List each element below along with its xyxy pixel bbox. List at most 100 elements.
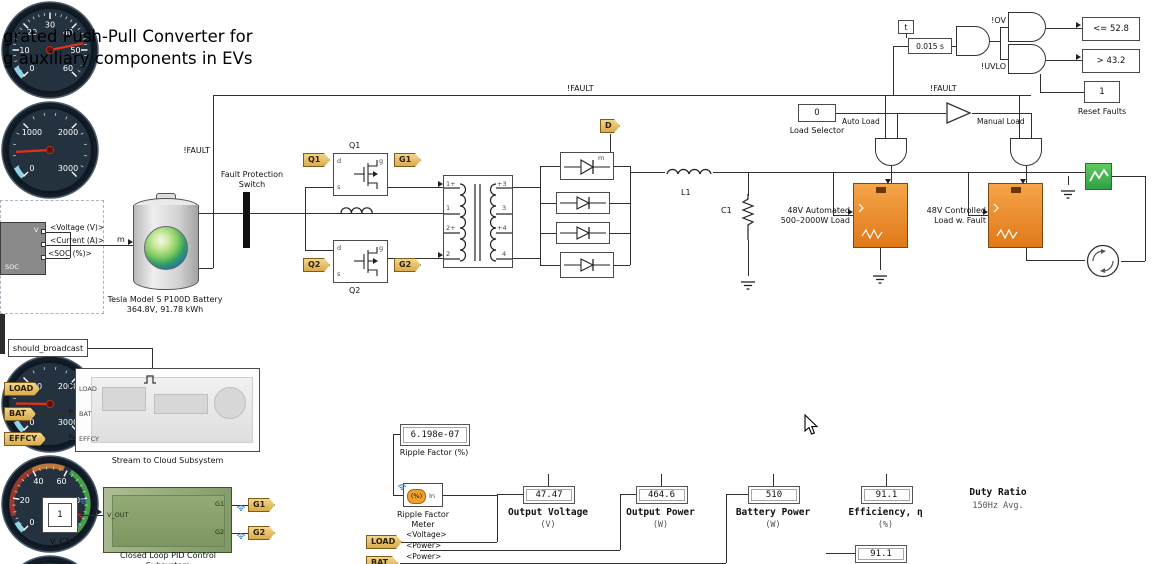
mosfet-q1-block[interactable] [333,153,388,196]
xfmr-port-1p: 1+ [446,180,456,188]
wire-arrowhead [69,383,74,389]
selection-handle[interactable] [0,349,5,354]
wire [213,95,1031,96]
selection-handle[interactable] [0,339,5,344]
clock-block[interactable]: t [898,20,914,34]
wire [726,494,727,563]
from-tag-q2[interactable]: Q2 [303,258,330,272]
from-tag-g2[interactable]: G2 [394,258,421,272]
svg-text:0: 0 [29,164,34,173]
svg-text:1000: 1000 [22,128,42,137]
ground-symbol [872,270,888,289]
from-tag-load-stream[interactable]: LOAD [4,382,40,396]
not-buffer-triangle[interactable] [946,101,972,129]
goto-tag-g2[interactable]: G2 [248,526,275,540]
and-gate-fault-latch[interactable] [956,26,990,56]
wire [620,494,648,495]
and-gate-auto-load[interactable] [875,138,907,166]
efficiency-bottom-display[interactable]: 91.1 [855,545,907,563]
motor-block[interactable] [1085,243,1121,283]
or-gate-ov[interactable] [1008,12,1046,42]
selection-handle[interactable] [0,329,5,334]
wire [833,215,853,216]
or-gate-uvlo[interactable] [1008,44,1046,74]
diode-block-3[interactable] [556,222,610,244]
selection-handle[interactable] [0,324,5,329]
vc1-label: V_C1 [49,537,71,546]
load-selector-label: Load Selector [789,126,845,135]
from-tag-effcy-stream[interactable]: EFFCY [4,432,46,446]
wire [880,248,881,270]
selection-handle[interactable] [0,319,5,324]
wire [1026,166,1027,183]
bms-block[interactable]: V SOC [0,222,46,275]
load2-block[interactable] [988,183,1043,248]
wire [891,166,892,183]
ripple-meter-block[interactable]: (%) In [403,483,443,507]
signal-current-label: <Current (A)> [50,236,105,245]
fault-label-mid: !FAULT [567,84,594,93]
transformer-block[interactable] [443,175,513,268]
wire [152,348,153,368]
wire [70,232,71,258]
wire [885,474,887,486]
pid-subsystem-block[interactable] [103,487,232,553]
wire [40,389,75,390]
mosfet-q2-block[interactable] [333,240,388,283]
display-output-voltage[interactable]: 47.47 [523,486,575,504]
wire [713,172,1085,173]
display-output-power[interactable]: 464.6 [635,486,688,504]
and-gate-manual-load[interactable] [1010,138,1042,166]
fault-protection-switch[interactable] [243,192,250,248]
display-battery-power[interactable]: 510 [748,486,800,504]
selection-handle[interactable] [0,314,5,319]
from-tag-load-bottom[interactable]: LOAD [366,535,402,549]
reset-constant-block[interactable]: 1 [1084,81,1120,103]
compare-ov-block[interactable]: <= 52.8 [1082,17,1140,41]
wire [36,414,75,415]
wire [540,166,541,265]
diode-block-4[interactable] [560,252,614,278]
compare-uvlo-block[interactable]: > 43.2 [1082,49,1140,73]
diode-block-2[interactable] [556,192,610,214]
wire [1046,60,1082,61]
fault-label-right: !FAULT [930,84,957,93]
inductor-l1[interactable] [665,162,713,181]
selection-handle[interactable] [0,334,5,339]
load1-block[interactable] [853,183,908,248]
scope-block[interactable] [1085,163,1112,190]
xfmr-port-1n: 1 [446,204,451,212]
wire [393,495,403,496]
load-selector-constant[interactable]: 0 [798,104,836,122]
from-tag-bat-bottom[interactable]: BAT [366,556,398,564]
q1-pin-g: g [379,157,384,165]
from-tag-bat-stream[interactable]: BAT [4,407,36,421]
battery-block[interactable] [133,193,199,291]
from-tag-g1[interactable]: G1 [394,153,421,167]
wire [540,265,560,266]
capacitor-c1[interactable] [741,194,755,244]
goto-tag-d[interactable]: D [600,119,620,133]
ripple-display[interactable]: 6.198e-07 [400,424,470,446]
sample-time-block[interactable]: 0.015 s [908,38,952,54]
selection-handle[interactable] [0,344,5,349]
diode-m-port: m [598,154,605,162]
wire [393,434,400,435]
diode-block-1[interactable] [560,152,614,180]
goto-tag-g1[interactable]: G1 [248,498,275,512]
svg-text:0: 0 [29,518,34,527]
display-efficiency[interactable]: 91.1 [860,486,913,504]
wire [906,34,907,38]
wire [88,348,152,349]
wire [213,95,214,268]
gauge-duty-ratio[interactable]: 00.20.40.6 [0,554,100,564]
from-tag-q1[interactable]: Q1 [303,153,330,167]
l1-label: L1 [681,188,691,197]
should-broadcast-block[interactable]: should_broadcast [8,339,88,357]
